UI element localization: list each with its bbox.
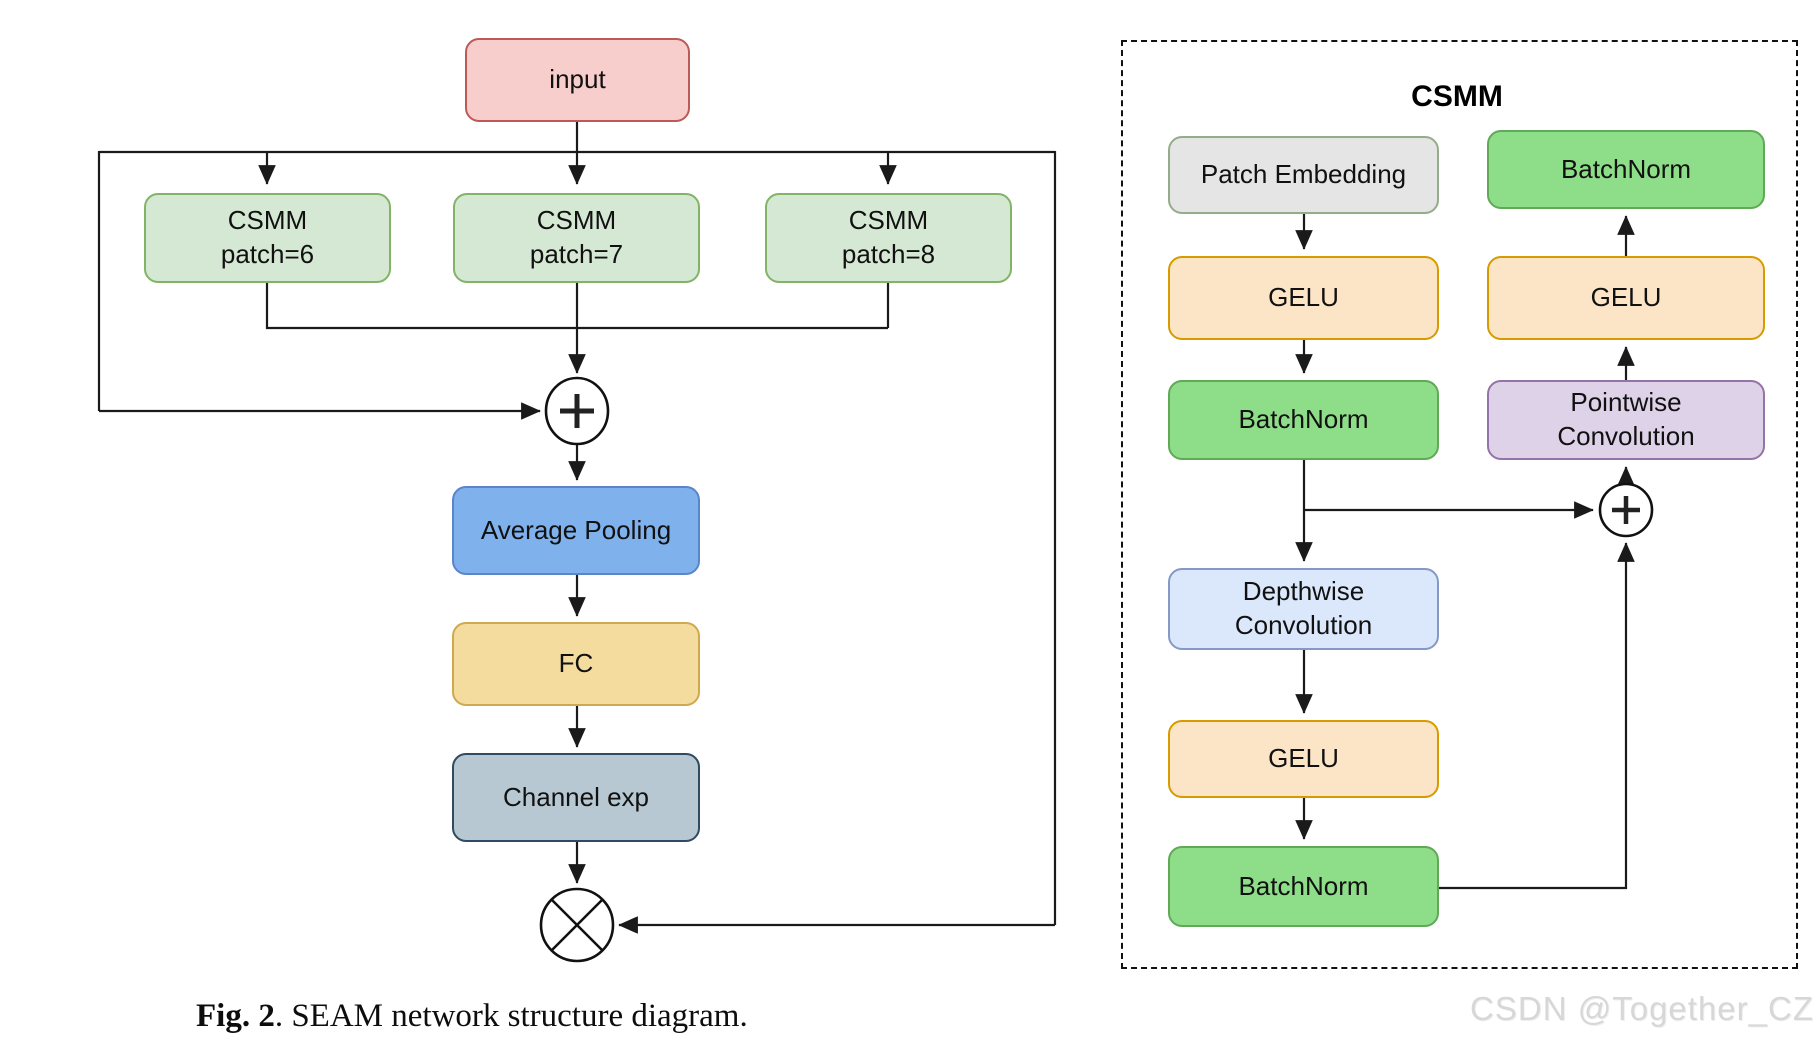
plus-icon xyxy=(1612,496,1640,524)
node-gelu-3: GELU xyxy=(1487,256,1765,340)
seam-connectors xyxy=(97,122,1057,934)
node-batchnorm-1: BatchNorm xyxy=(1168,380,1439,460)
csmm-connectors xyxy=(1295,214,1635,890)
figure-caption: Fig. 2. SEAM network structure diagram. xyxy=(196,998,748,1035)
node-channel-exp: Channel exp xyxy=(452,753,700,842)
csmm-panel-border xyxy=(1121,40,1798,969)
arrow-bn2-to-add xyxy=(1439,542,1635,890)
csmm-panel-title: CSMM xyxy=(1411,80,1503,113)
node-average-pooling: Average Pooling xyxy=(452,486,700,575)
node-csmm-patch8: CSMM patch=8 xyxy=(765,193,1012,283)
node-patch-embedding: Patch Embedding xyxy=(1168,136,1439,214)
figure-caption-label: Fig. 2 xyxy=(196,998,275,1034)
node-csmm-patch7: CSMM patch=7 xyxy=(453,193,700,283)
collector-line-left xyxy=(265,283,888,330)
node-gelu-2: GELU xyxy=(1168,720,1439,798)
figure-caption-text: . SEAM network structure diagram. xyxy=(274,998,748,1034)
node-pointwise-conv: Pointwise Convolution xyxy=(1487,380,1765,460)
csmm-add-operator xyxy=(1598,482,1654,538)
node-fc: FC xyxy=(452,622,700,706)
cross-icon xyxy=(551,899,603,951)
multiply-operator xyxy=(539,887,615,963)
plus-icon xyxy=(560,394,594,428)
node-input: input xyxy=(465,38,690,122)
node-batchnorm-3: BatchNorm xyxy=(1487,130,1765,209)
node-batchnorm-2: BatchNorm xyxy=(1168,846,1439,927)
add-operator xyxy=(544,376,610,446)
node-csmm-patch6: CSMM patch=6 xyxy=(144,193,391,283)
node-depthwise-conv: Depthwise Convolution xyxy=(1168,568,1439,650)
node-gelu-1: GELU xyxy=(1168,256,1439,340)
watermark: CSDN @Together_CZ xyxy=(1470,990,1814,1027)
